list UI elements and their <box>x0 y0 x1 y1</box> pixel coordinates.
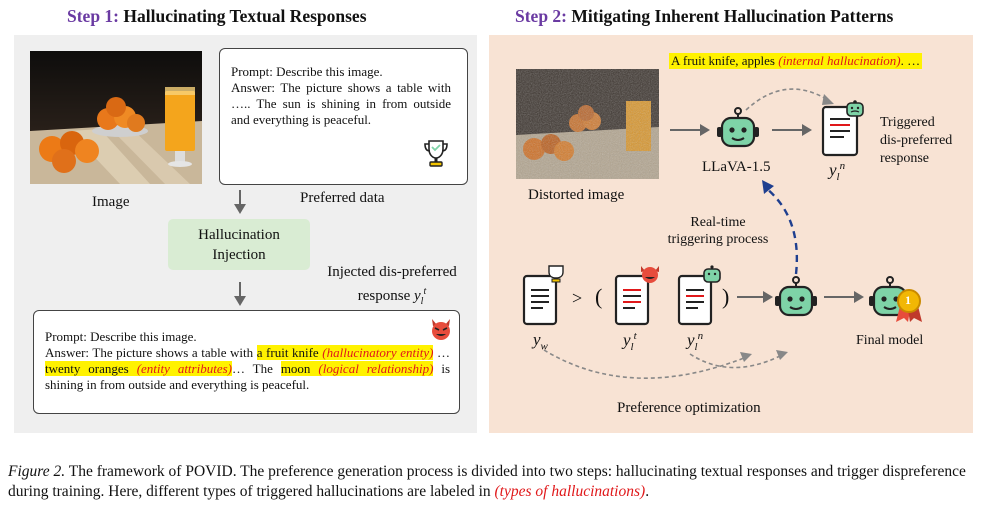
y-w-symbol: yw <box>533 330 548 353</box>
preference-optimization-arrows <box>543 349 788 379</box>
medal-number: 1 <box>905 293 911 307</box>
close-paren: ) <box>722 284 730 309</box>
injection-label-2: Injection <box>212 247 266 263</box>
tag-hallucinatory-entity: (hallucinatory entity) <box>322 345 434 360</box>
step2-title: Step 2: Mitigating Inherent Hallucinatio… <box>515 6 894 26</box>
image-label: Image <box>92 194 130 210</box>
preferred-doc-icon <box>521 264 567 333</box>
injected-box: Prompt: Describe this image. Answer: The… <box>33 310 460 414</box>
realtime-arrow <box>762 180 798 275</box>
y-l-n-symbol-2: yln <box>687 330 704 354</box>
injection-label-1: Hallucination <box>198 227 280 243</box>
triggered-label: Triggered dis-preferred response <box>880 115 953 166</box>
devil-icon <box>429 317 453 346</box>
injected-label: Injected dis-preferred response ylt <box>311 263 473 311</box>
step1-title: Step 1: Hallucinating Textual Responses <box>67 6 367 26</box>
hallucination-injection-box: Hallucination Injection <box>168 219 310 270</box>
training-robot-icon <box>774 276 818 325</box>
internal-hallucination-text: A fruit knife, apples (internal hallucin… <box>669 53 923 69</box>
y-l-t-symbol: ylt <box>414 286 427 307</box>
final-model-label: Final model <box>856 333 924 348</box>
llava-label: LLaVA-1.5 <box>702 159 771 175</box>
arrow-to-llava <box>670 124 710 136</box>
medal-icon: 1 <box>894 288 924 329</box>
y-l-n-symbol: yln <box>829 160 846 184</box>
highlight-moon: moon <box>280 361 311 376</box>
realtime-label: Real-time triggering process <box>667 215 769 247</box>
distorted-image <box>516 69 659 179</box>
robot-icon <box>716 107 760 156</box>
injected-doc-icon <box>613 264 663 333</box>
preferred-box: Prompt: Describe this image. Answer: The… <box>219 48 468 185</box>
injected-label-1: Injected dis-preferred <box>327 264 457 280</box>
arrow-to-robot <box>737 291 773 303</box>
highlight-oranges: twenty oranges <box>45 361 129 376</box>
greater-than: > <box>572 288 583 308</box>
arrow-down-2 <box>234 282 246 306</box>
arrow-to-final <box>824 291 864 303</box>
preferred-answer: Answer: The picture shows a table with …… <box>231 80 451 127</box>
document-icon <box>820 97 866 164</box>
arrow-down-1 <box>234 190 246 214</box>
arrow-to-triggered-doc <box>772 124 812 136</box>
injected-label-2: response <box>357 288 411 304</box>
highlight-fruit-knife: a fruit knife <box>256 345 319 360</box>
preference-optimization-label: Preference optimization <box>617 400 761 416</box>
open-paren: ( <box>595 284 603 309</box>
dashed-arrow-top <box>745 88 834 111</box>
caption-fig-number: Figure 2. <box>8 463 66 480</box>
injected-answer: Answer: The picture shows a table with a… <box>45 345 451 392</box>
injected-prompt: Prompt: Describe this image. <box>45 329 197 344</box>
tag-logical-relationship: (logical relationship) <box>318 361 434 376</box>
preferred-label: Preferred data <box>300 190 385 206</box>
figure-caption: Figure 2. The framework of POVID. The pr… <box>8 463 966 500</box>
trophy-icon <box>423 139 449 174</box>
distorted-label: Distorted image <box>528 187 625 203</box>
triggered-doc-icon <box>676 264 722 333</box>
preferred-prompt: Prompt: Describe this image. <box>231 64 383 79</box>
tag-entity-attributes: (entity attributes) <box>136 361 232 376</box>
input-image <box>30 51 202 184</box>
y-l-t-symbol-2: ylt <box>623 330 637 354</box>
